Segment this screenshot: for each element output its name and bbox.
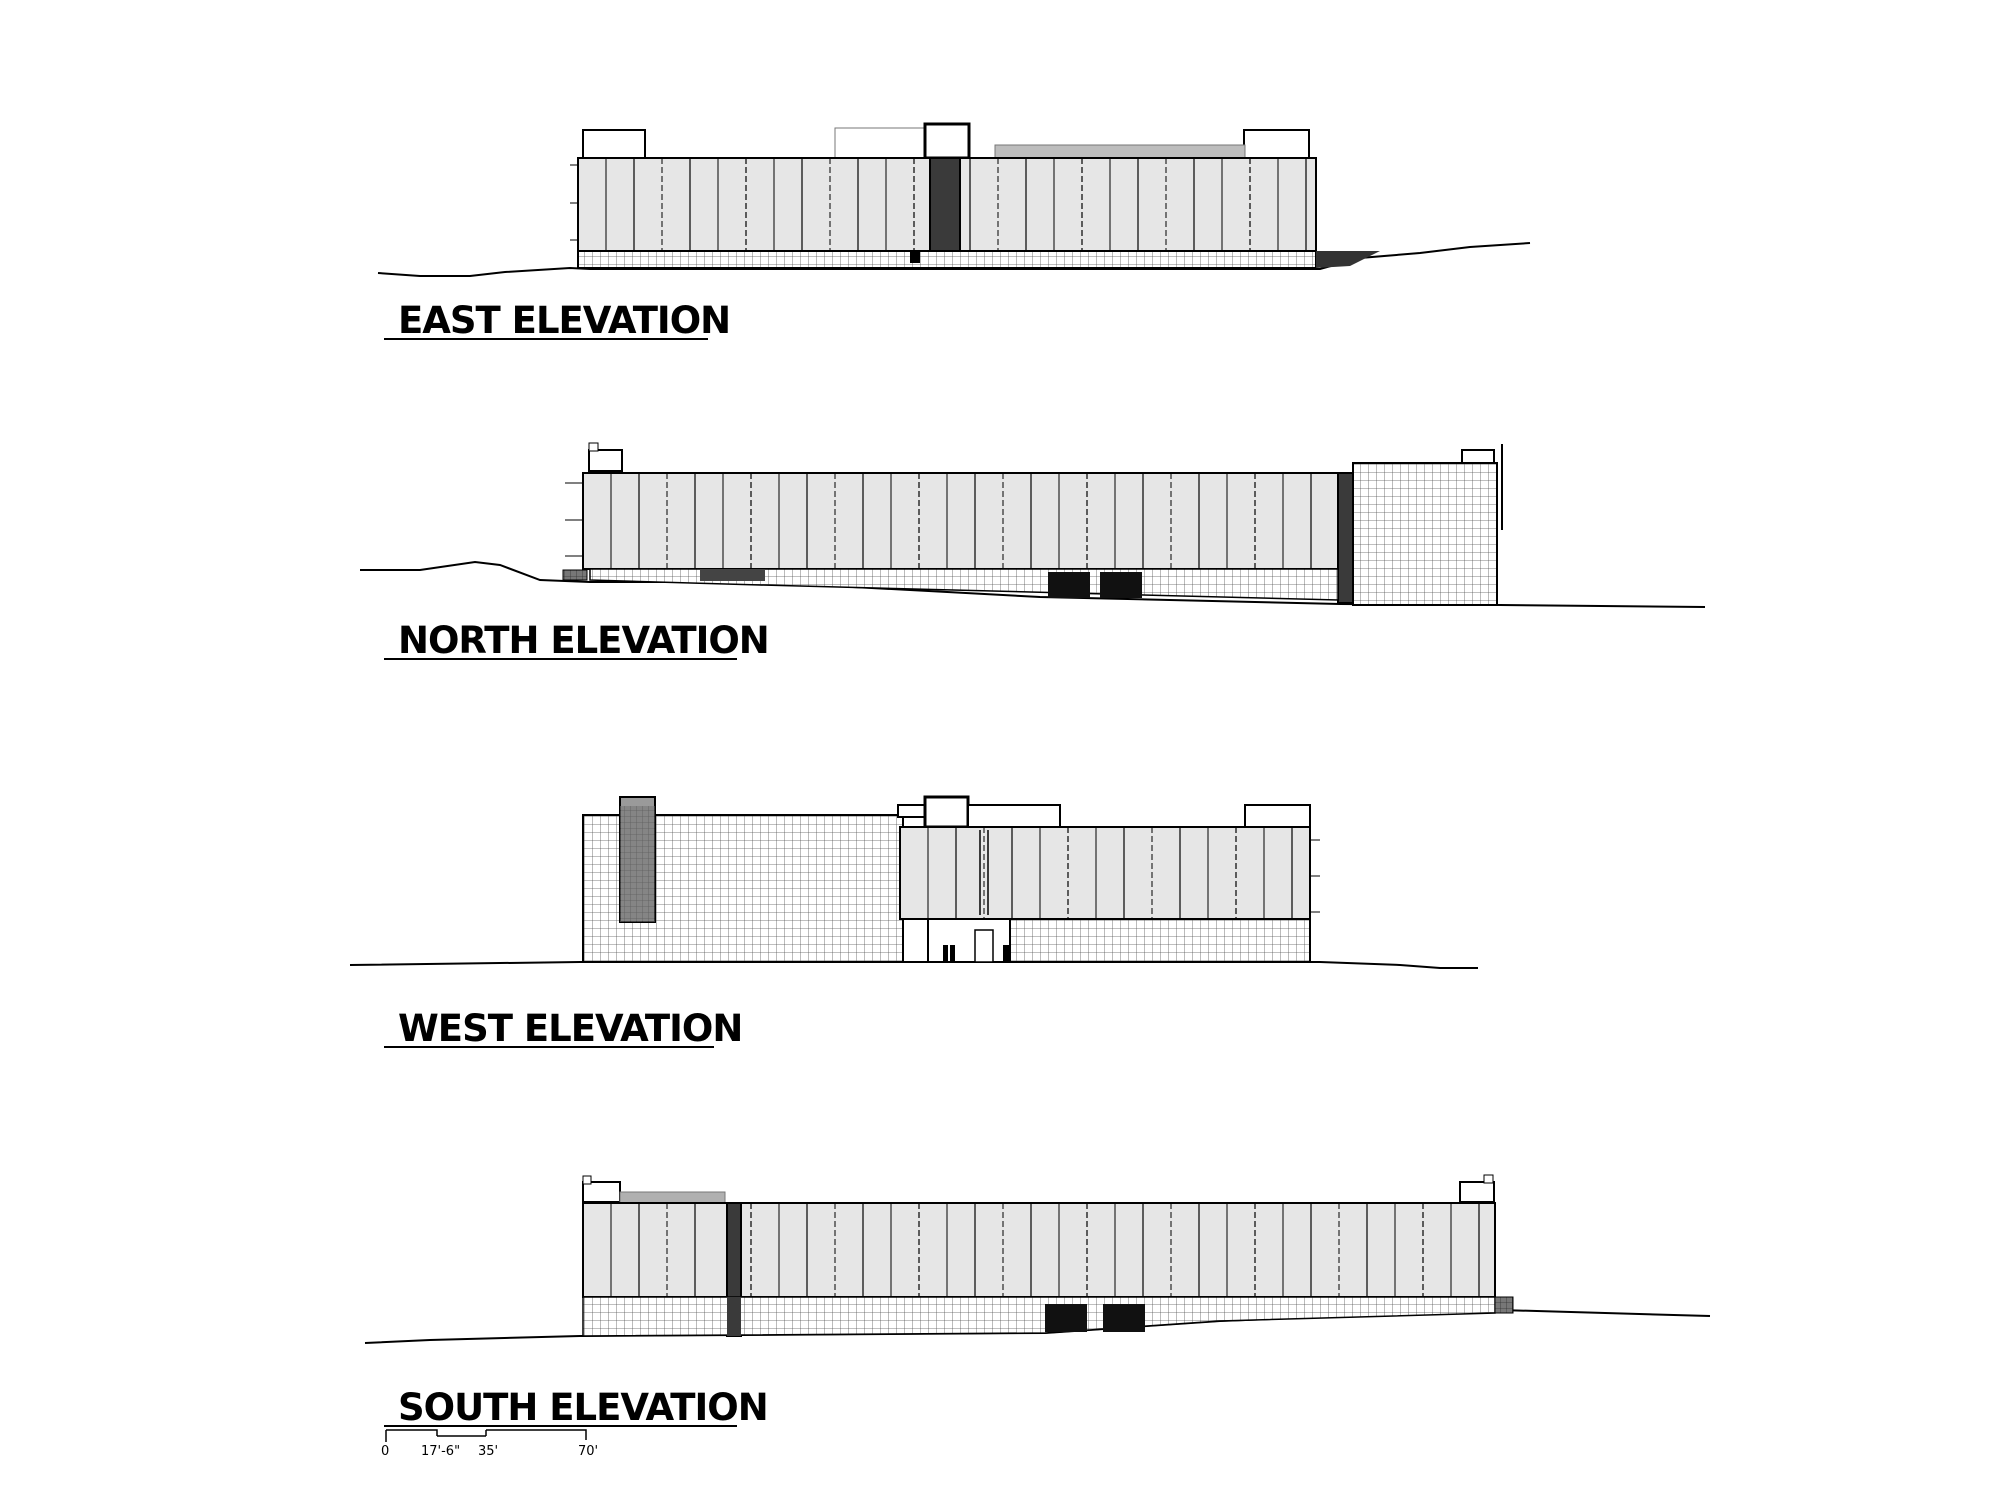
north-elevation-label: NORTH ELEVATION — [398, 619, 769, 662]
west-elevation-title: WEST ELEVATION — [384, 1007, 743, 1050]
west-elevation-drawing — [349, 795, 1478, 969]
scale-tick-17-6: 17'-6" — [421, 1444, 460, 1459]
south-elevation-label: SOUTH ELEVATION — [398, 1386, 768, 1429]
scale-tick-35: 35' — [478, 1444, 498, 1459]
west-elevation-label: WEST ELEVATION — [398, 1007, 742, 1050]
east-elevation-title: EAST ELEVATION — [384, 299, 731, 342]
south-elevation-drawing — [364, 1174, 1711, 1344]
north-elevation-title: NORTH ELEVATION — [384, 619, 770, 662]
scale-tick-70: 70' — [578, 1444, 598, 1459]
east-elevation-label: EAST ELEVATION — [398, 299, 730, 342]
graphic-scale-bar: 0 17'-6" 35' 70' — [381, 1429, 598, 1459]
east-elevation-drawing — [377, 122, 1531, 277]
north-elevation-drawing — [360, 442, 1706, 608]
scale-tick-0: 0 — [381, 1444, 389, 1459]
south-elevation-title: SOUTH ELEVATION — [384, 1386, 769, 1429]
